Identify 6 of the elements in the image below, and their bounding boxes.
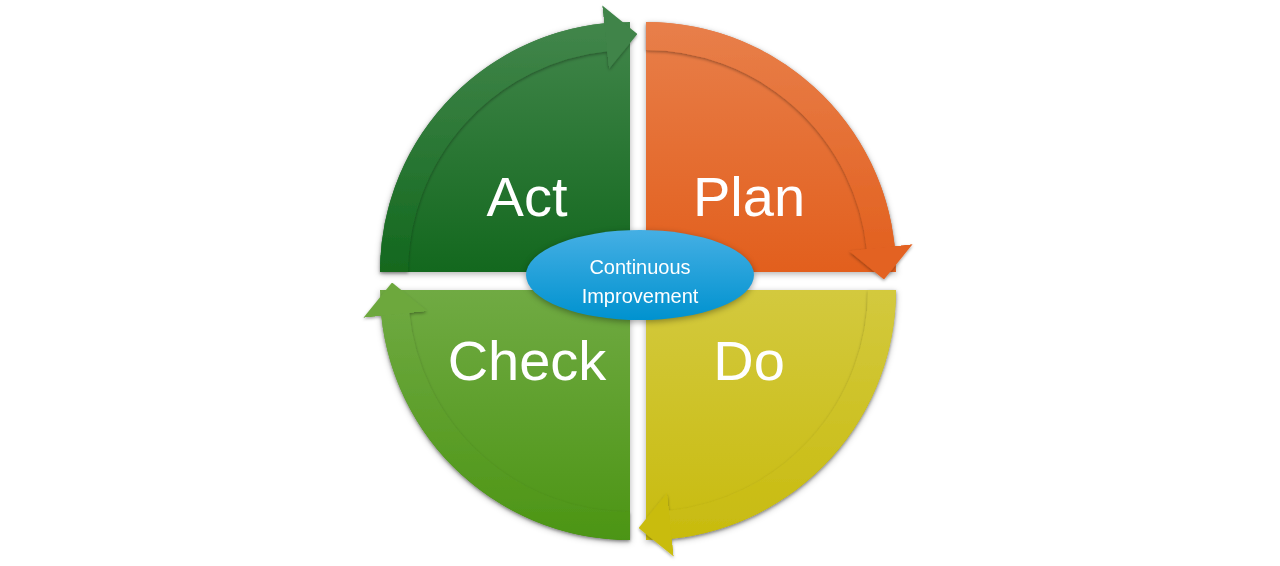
center-label: Continuous Improvement <box>580 255 700 309</box>
stage-label: Act <box>486 169 568 225</box>
stage-label: Do <box>713 333 785 389</box>
stage-label: Plan <box>692 169 806 225</box>
stage-label: Check <box>447 333 607 389</box>
center-ellipse <box>526 230 754 320</box>
